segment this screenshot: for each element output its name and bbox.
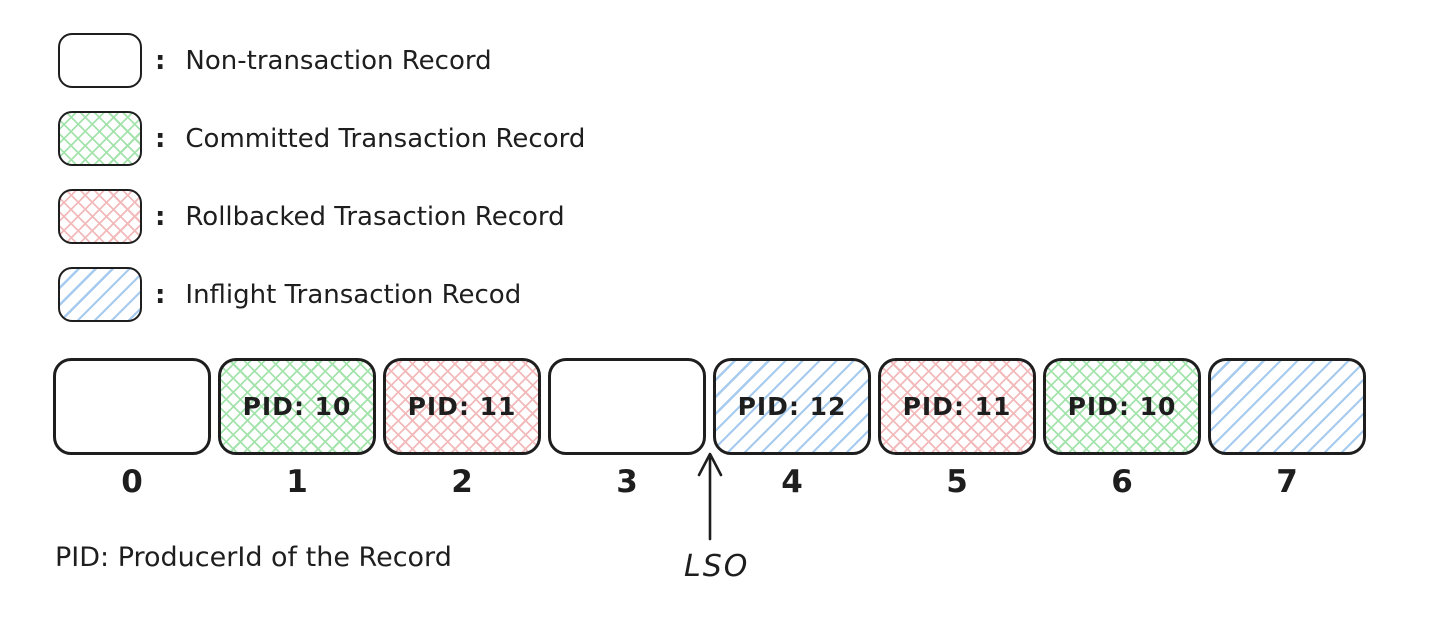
record-cell-3: 3 [548,358,706,500]
legend-swatch-rollbacked [58,189,142,244]
record-offset-label: 3 [616,464,638,500]
record-cell-2: PID: 11 2 [383,358,541,500]
record-cell-5: PID: 11 5 [878,358,1036,500]
record-row: 0 PID: 10 1 PID: 11 2 3 PID: 12 4 PID: 1… [53,358,1366,500]
record-cell-4: PID: 12 4 [713,358,871,500]
record-offset-label: 2 [451,464,473,500]
record-cell-6: PID: 10 6 [1043,358,1201,500]
record-pid-label: PID: 12 [737,392,847,421]
record-box: PID: 10 [1043,358,1201,455]
record-offset-label: 7 [1276,464,1298,500]
record-box: PID: 12 [713,358,871,455]
record-box [1208,358,1366,455]
record-box [53,358,211,455]
legend-colon: : [155,201,166,232]
record-offset-label: 0 [121,464,143,500]
record-cell-7: 7 [1208,358,1366,500]
legend-item-label: Non-transaction Record [185,45,492,76]
record-box [548,358,706,455]
legend-item-non-transaction: : Non-transaction Record [58,33,585,88]
legend-item-committed: : Committed Transaction Record [58,111,585,166]
record-offset-label: 1 [286,464,308,500]
record-cell-1: PID: 10 1 [218,358,376,500]
legend-item-inflight: : Inflight Transaction Recod [58,267,585,322]
record-pid-label: PID: 10 [242,392,352,421]
legend-item-label: Committed Transaction Record [185,123,586,154]
record-cell-0: 0 [53,358,211,500]
lso-label: LSO [684,549,750,584]
legend-swatch-committed [58,111,142,166]
record-box: PID: 11 [878,358,1036,455]
legend-colon: : [155,123,166,154]
record-box: PID: 11 [383,358,541,455]
record-pid-label: PID: 11 [902,392,1012,421]
legend-item-rollbacked: : Rollbacked Trasaction Record [58,189,585,244]
legend-item-label: Inflight Transaction Recod [185,279,522,310]
record-offset-label: 6 [1111,464,1133,500]
legend-colon: : [155,279,166,310]
legend: : Non-transaction Record : Committed Tra… [58,33,585,322]
pid-footnote: PID: ProducerId of the Record [55,542,452,573]
record-offset-label: 5 [946,464,968,500]
record-offset-label: 4 [781,464,803,500]
record-pid-label: PID: 10 [1067,392,1177,421]
legend-swatch-inflight [58,267,142,322]
legend-swatch-non-transaction [58,33,142,88]
record-pid-label: PID: 11 [407,392,517,421]
legend-item-label: Rollbacked Trasaction Record [185,201,565,232]
record-box: PID: 10 [218,358,376,455]
legend-colon: : [155,45,166,76]
lso-arrow-icon [697,452,723,541]
